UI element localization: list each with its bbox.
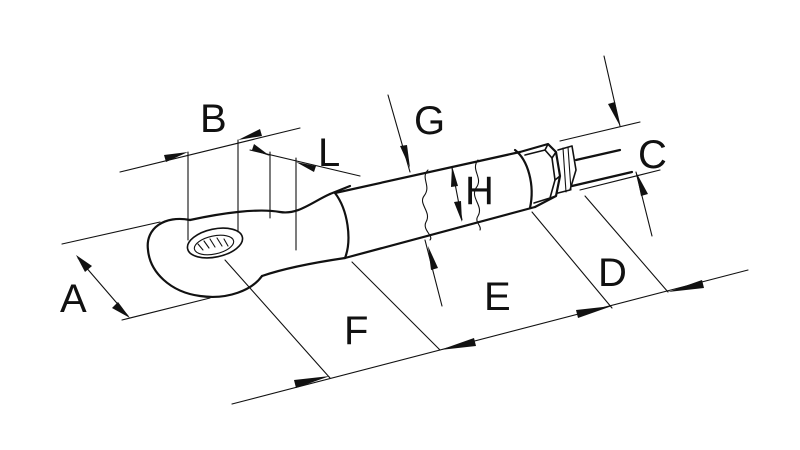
dim-g-arrow-top (400, 145, 410, 168)
dim-d-arrow-right (668, 280, 704, 292)
dim-c-extension-bottom (579, 169, 661, 191)
dim-l-line (249, 149, 361, 177)
eye-hole-thread (193, 234, 235, 256)
dimension-labels: A B L G H C D E F (60, 97, 667, 353)
dim-label-h: H (465, 169, 494, 213)
dim-b-arrow-right (238, 129, 262, 140)
eye-hole-outer (186, 227, 244, 259)
dim-label-a: A (60, 277, 87, 321)
neck-taper (328, 184, 352, 196)
dim-e-arrow-right (576, 306, 612, 318)
dim-f-extension-right (351, 261, 441, 351)
dim-g-line-bottom (424, 239, 443, 307)
dim-label-d: D (598, 251, 627, 295)
dim-g-arrow-bottom (428, 246, 438, 270)
eye-lower-edge (260, 256, 347, 278)
hex-collar (513, 148, 533, 210)
dim-h-arrow-bottom (454, 201, 462, 222)
dim-label-b: B (200, 97, 227, 141)
dim-c-extension-top (559, 121, 641, 142)
dim-def-baseline (231, 269, 749, 405)
body-cutaway-right (474, 159, 481, 231)
body-bottom-edge (343, 205, 537, 260)
dim-b-arrow-left (164, 152, 188, 162)
dim-label-c: C (638, 133, 667, 177)
dim-b-line (119, 127, 301, 173)
dim-l-arrow-left (252, 144, 270, 156)
eye-upper-edge (188, 192, 332, 222)
dim-h-arrow-top (451, 166, 458, 187)
dim-label-e: E (484, 275, 511, 319)
eye-hole-thread-lines (197, 237, 229, 251)
dim-a-extension-bottom (121, 297, 211, 321)
cable-top (574, 148, 622, 162)
dimension-lines (61, 55, 749, 405)
thread-stub-lines (562, 146, 572, 193)
dim-d-extension-right (584, 195, 669, 293)
body-top-edge (333, 150, 522, 195)
dim-a-arrow-bottom (112, 302, 130, 318)
eye-outer-outline (146, 217, 264, 298)
eye-terminal-part (146, 142, 634, 298)
dim-f-arrow-left (294, 376, 330, 388)
dim-label-g: G (414, 99, 445, 143)
cable-bottom (570, 170, 634, 188)
dim-l-arrow-right (296, 162, 316, 172)
dim-label-l: L (318, 131, 340, 175)
hex-inner-edge (544, 143, 561, 199)
body-collar-left (333, 191, 350, 260)
dim-label-f: F (344, 309, 368, 353)
dim-a-arrow-top (76, 255, 92, 272)
dim-c-arrow-bottom (636, 172, 648, 196)
dim-f-extension-left (224, 259, 331, 379)
dim-e-extension-right (531, 211, 613, 309)
dim-e-arrow-left (440, 338, 476, 350)
body-cutaway (422, 169, 432, 241)
dim-c-arrow-top (608, 102, 620, 126)
dim-a-extension-top (61, 221, 161, 245)
hex-face-lines (524, 149, 556, 204)
